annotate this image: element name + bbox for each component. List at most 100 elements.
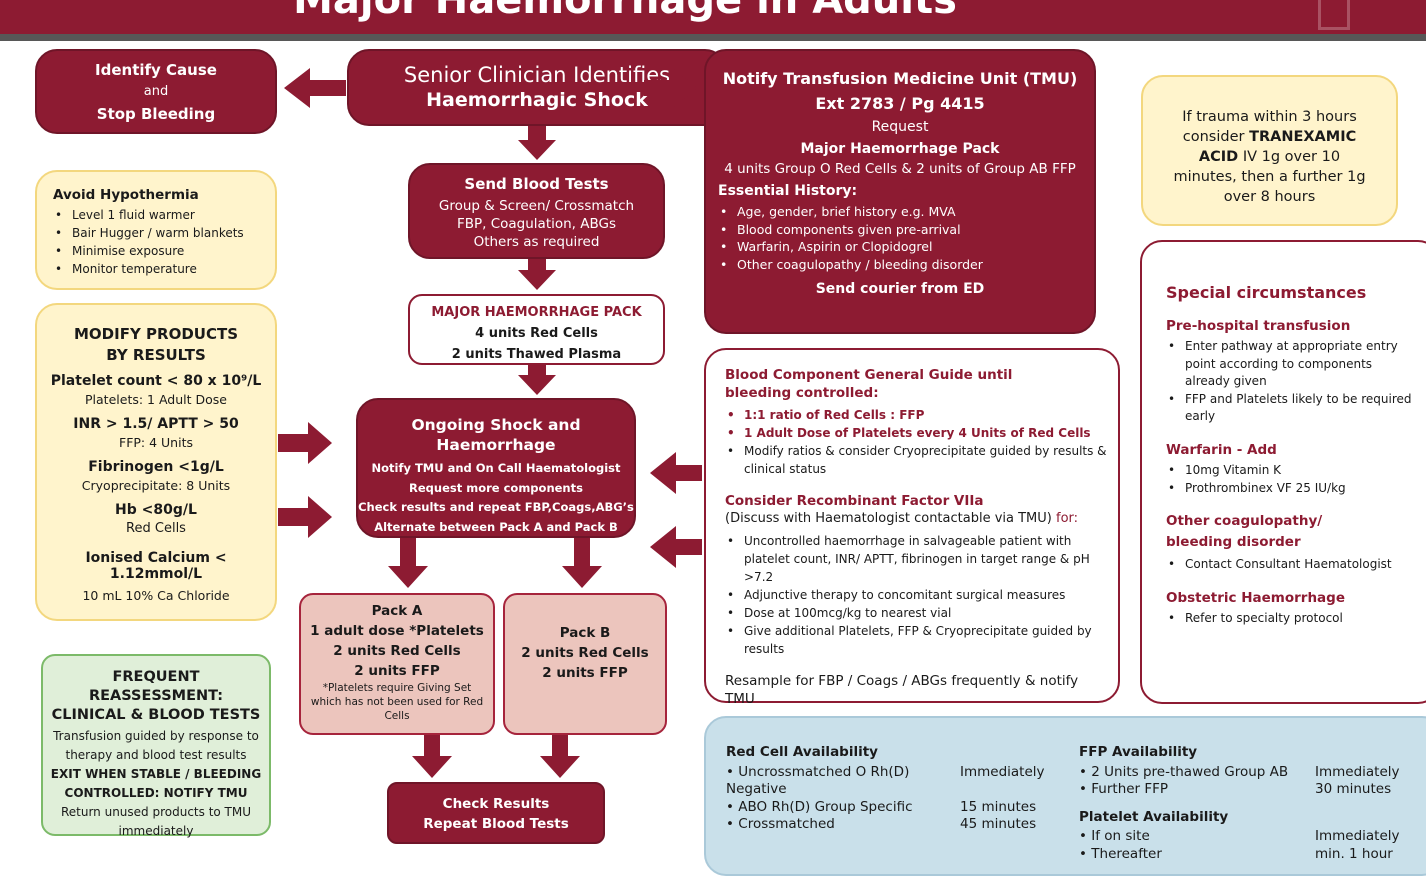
- factor7-title: Consider Recombinant Factor VIIa: [725, 493, 984, 509]
- history-item: Other coagulopathy / bleeding disorder: [718, 256, 1082, 274]
- notify-request: Request: [871, 119, 929, 135]
- check-line1: Check Results: [442, 796, 550, 812]
- arrow-down-icon: [562, 538, 602, 588]
- hb-action: Red Cells: [126, 521, 186, 536]
- pack-b-box: Pack B 2 units Red Cells 2 units FFP: [503, 593, 667, 735]
- identify-line1: Identify Cause: [95, 61, 217, 79]
- availability-box: Red Cell Availability • Uncrossmatched O…: [704, 716, 1426, 876]
- arrow-left-icon: [284, 68, 346, 108]
- hypothermia-item: Minimise exposure: [53, 242, 275, 260]
- arrow-down-icon: [518, 126, 556, 160]
- platelet-row-label: • If on site: [1079, 828, 1150, 844]
- red-cell-time: 45 minutes: [960, 816, 1037, 832]
- arrow-down-icon: [412, 735, 452, 778]
- freq-line2: EXIT WHEN STABLE / BLEEDING CONTROLLED: …: [50, 767, 262, 800]
- ffp-title: FFP Availability: [1079, 744, 1198, 760]
- identify-cause-box: Identify Cause and Stop Bleeding: [35, 49, 277, 134]
- factor7-item: Adjunctive therapy to concomitant surgic…: [725, 586, 1108, 604]
- component-guide-box: Blood Component General Guide until blee…: [704, 348, 1120, 707]
- notify-pack: Major Haemorrhage Pack: [800, 141, 1000, 157]
- identify-line2: and: [143, 84, 169, 99]
- ongoing-line1: Notify TMU and On Call Haematologist: [371, 461, 621, 475]
- history-item: Blood components given pre-arrival: [718, 221, 1082, 239]
- trauma-text1: If trauma within 3 hours consider: [1182, 109, 1357, 145]
- red-cell-row-label: • Crossmatched: [726, 816, 835, 832]
- pack-a-line3: 2 units FFP: [354, 663, 440, 679]
- arrow-down-icon: [518, 365, 556, 395]
- calcium-rule: Ionised Calcium < 1.12mmol/L: [85, 550, 227, 582]
- platelet-time: min. 1 hour: [1315, 845, 1393, 862]
- pack-b-title: Pack B: [559, 625, 611, 641]
- inr-rule: INR > 1.5/ APTT > 50: [73, 416, 239, 432]
- pack-a-line1: 1 adult dose *Platelets: [310, 623, 484, 639]
- hypothermia-item: Bair Hugger / warm blankets: [53, 224, 275, 242]
- red-cell-option: Uncrossmatched O Rh(D) Negative: [726, 763, 910, 798]
- send-title: Send Blood Tests: [464, 175, 609, 193]
- red-cell-availability: Red Cell Availability • Uncrossmatched O…: [726, 744, 1080, 834]
- warfarin-title: Warfarin - Add: [1166, 441, 1277, 458]
- trauma-text2: IV 1g over 10 minutes, then a further 1g…: [1173, 149, 1366, 205]
- history-item: Warfarin, Aspirin or Clopidogrel: [718, 238, 1082, 256]
- platelet-option: Thereafter: [1091, 845, 1162, 862]
- tranexamic-acid: TRANEXAMIC ACID: [1198, 129, 1357, 165]
- prehospital-item: Enter pathway at appropriate entry point…: [1166, 338, 1416, 391]
- mhp-line1: 4 units Red Cells: [475, 326, 598, 341]
- modify-title1: MODIFY PRODUCTS: [73, 325, 238, 343]
- fibrinogen-action: Cryoprecipitate: 8 Units: [81, 478, 231, 493]
- title-divider: [0, 34, 1426, 41]
- freq-line1: Transfusion guided by response to therap…: [53, 729, 259, 762]
- identify-line3: Stop Bleeding: [96, 105, 216, 123]
- ffp-time: Immediately: [1315, 763, 1400, 780]
- title-bar: [0, 0, 1426, 34]
- red-cell-option: Crossmatched: [738, 816, 835, 832]
- history-title: Essential History:: [718, 183, 858, 199]
- warfarin-item: 10mg Vitamin K: [1166, 462, 1426, 480]
- obstetric-item: Refer to specialty protocol: [1166, 610, 1426, 628]
- pack-a-title: Pack A: [371, 603, 423, 619]
- prehospital-list: Enter pathway at appropriate entry point…: [1166, 338, 1416, 426]
- page-title: Major Haemorrhage in Adults: [293, 0, 957, 23]
- tranexamic-box: If trauma within 3 hours consider TRANEX…: [1141, 75, 1398, 226]
- check-results-box: Check Results Repeat Blood Tests: [387, 782, 605, 844]
- hypothermia-box: Avoid Hypothermia Level 1 fluid warmer B…: [35, 170, 277, 290]
- arrow-down-icon: [518, 259, 556, 290]
- coagulopathy-item: Contact Consultant Haematologist: [1166, 556, 1426, 574]
- inr-action: FFP: 4 Units: [119, 435, 193, 450]
- red-cell-option: ABO Rh(D) Group Specific: [738, 798, 913, 815]
- freq-line3: Return unused products to TMU immediatel…: [60, 805, 252, 838]
- hypothermia-item: Monitor temperature: [53, 260, 275, 278]
- mhp-box: MAJOR HAEMORRHAGE PACK 4 units Red Cells…: [408, 294, 665, 365]
- notify-title: Notify Transfusion Medicine Unit (TMU): [722, 69, 1078, 88]
- red-cell-title: Red Cell Availability: [726, 744, 878, 760]
- factor7-item: Dose at 100mcg/kg to nearest vial: [725, 604, 1108, 622]
- platelet-action: Platelets: 1 Adult Dose: [85, 392, 227, 407]
- guide-item: Modify ratios & consider Cryoprecipitate…: [725, 442, 1108, 478]
- ongoing-line3: Check results and repeat FBP,Coags,ABG’s: [358, 500, 634, 514]
- red-cell-time: Immediately: [960, 763, 1045, 780]
- factor7-item: Give additional Platelets, FFP & Cryopre…: [725, 622, 1108, 658]
- mhp-line2: 2 units Thawed Plasma: [451, 347, 622, 362]
- notify-units: 4 units Group O Red Cells & 2 units of G…: [724, 161, 1076, 177]
- arrow-down-icon: [388, 538, 428, 588]
- arrow-left-icon: [650, 452, 702, 494]
- check-line2: Repeat Blood Tests: [423, 816, 569, 832]
- red-cell-time: 15 minutes: [960, 798, 1037, 815]
- platelet-availability-title: Platelet Availability: [1079, 808, 1229, 825]
- history-item: Age, gender, brief history e.g. MVA: [718, 203, 1082, 221]
- fibrinogen-rule: Fibrinogen <1g/L: [88, 459, 224, 475]
- arrow-down-icon: [540, 735, 580, 778]
- send-line1: Group & Screen/ Crossmatch: [438, 198, 635, 214]
- senior-clinician-box: Senior Clinician Identifies Haemorrhagic…: [347, 49, 727, 126]
- modify-title2: BY RESULTS: [106, 346, 206, 364]
- notify-tmu-box: Notify Transfusion Medicine Unit (TMU) E…: [704, 49, 1096, 334]
- pack-a-box: Pack A 1 adult dose *Platelets 2 units R…: [299, 593, 495, 735]
- factor7-subtitle: (Discuss with Haematologist contactable …: [725, 510, 1108, 528]
- mhp-title: MAJOR HAEMORRHAGE PACK: [431, 305, 642, 320]
- freq-title1: FREQUENT REASSESSMENT:: [88, 669, 224, 704]
- ffp-option: Further FFP: [1091, 781, 1169, 797]
- pack-a-note: *Platelets require Giving Set which has …: [310, 682, 484, 722]
- frequent-reassessment-box: FREQUENT REASSESSMENT: CLINICAL & BLOOD …: [41, 654, 271, 838]
